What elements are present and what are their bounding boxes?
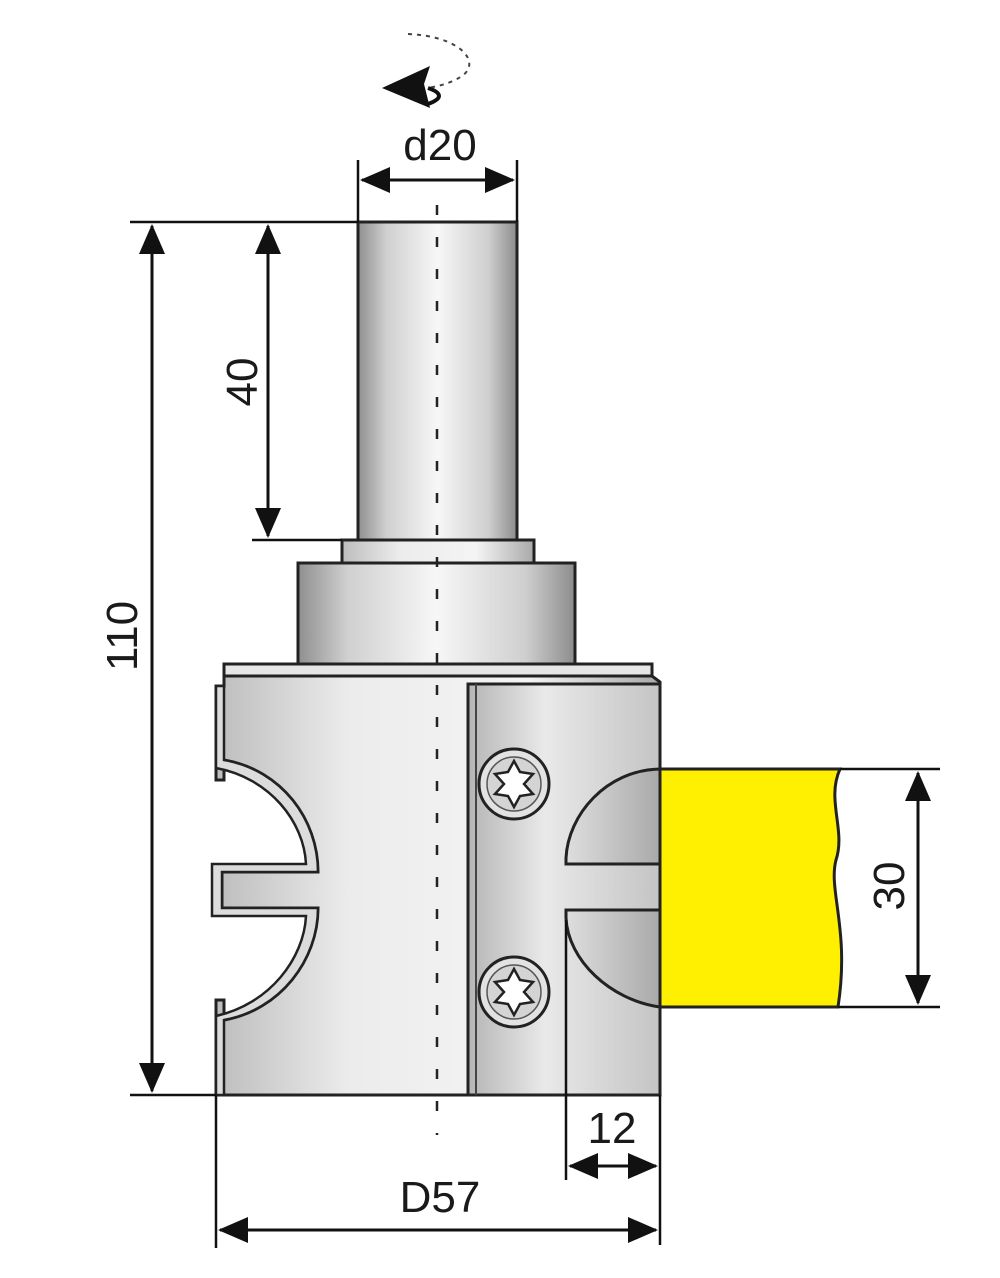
torx-screw-icon	[477, 747, 551, 821]
dim-cutter-diameter: D57	[214, 1095, 658, 1248]
shank-diameter-label: d20	[403, 121, 476, 170]
dim-shank-diameter: d20	[356, 121, 519, 222]
cutter-diameter-label: D57	[400, 1173, 481, 1222]
left-knife	[210, 684, 320, 1097]
depth-label: 12	[588, 1104, 637, 1153]
upper-body	[296, 561, 577, 668]
torx-screw-icon	[477, 955, 551, 1029]
shank-length-label: 40	[218, 358, 267, 407]
dim-shank-length: 40	[218, 224, 342, 542]
rotation-arrow-icon	[382, 33, 471, 108]
workpiece-thickness-label: 30	[865, 862, 914, 911]
dim-workpiece-thickness: 30	[838, 767, 940, 1009]
dim-total-length: 110	[98, 220, 358, 1097]
dim-depth: 12	[564, 920, 662, 1245]
total-length-label: 110	[98, 601, 147, 671]
right-knife	[466, 682, 662, 1097]
